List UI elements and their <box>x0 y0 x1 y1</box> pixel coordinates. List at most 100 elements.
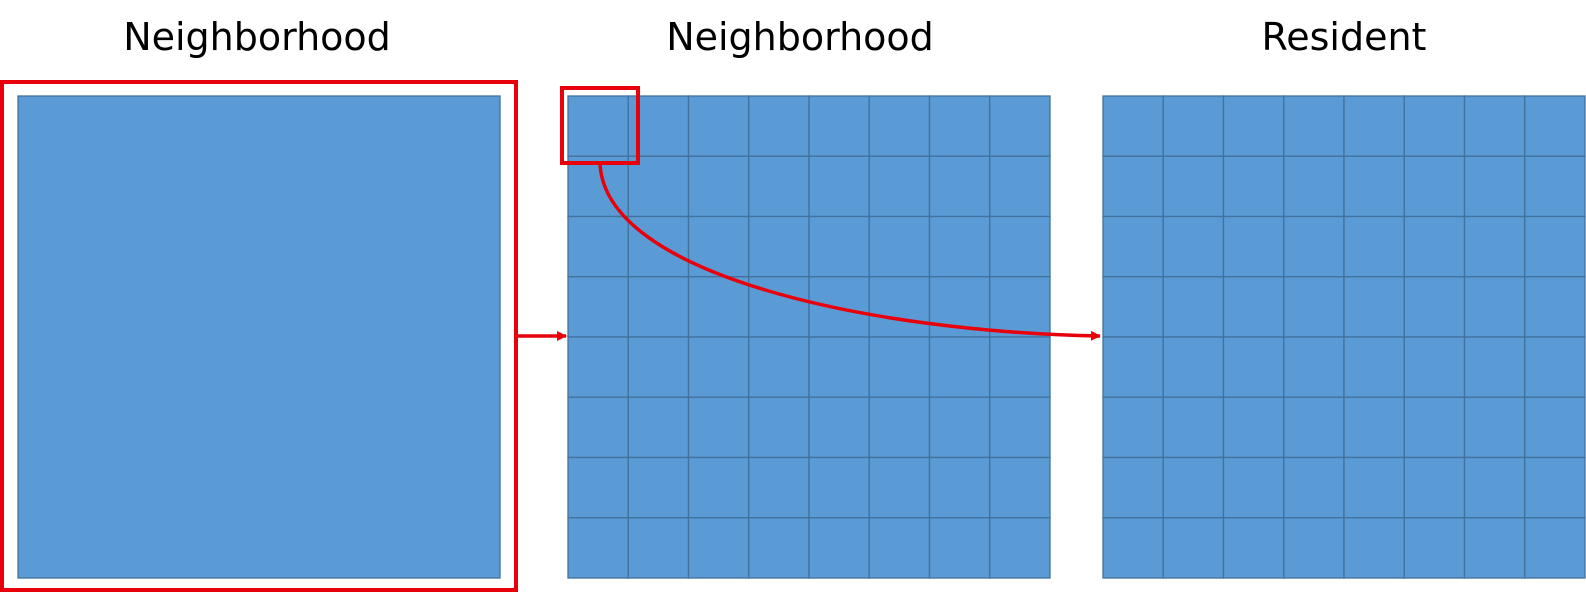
grid-cell <box>1283 155 1345 218</box>
grid-cell <box>1403 336 1466 398</box>
grid-cell <box>627 215 690 278</box>
grid-cell <box>1463 396 1526 459</box>
grid-cell <box>1463 517 1526 579</box>
grid-cell <box>1283 456 1345 519</box>
grid-cell <box>1524 215 1586 278</box>
grid-cell <box>1222 276 1285 338</box>
grid-cell <box>928 215 991 278</box>
grid-cell <box>808 155 870 218</box>
grid-cell <box>808 95 870 157</box>
grid-cell <box>748 95 810 157</box>
grid-cell <box>687 95 750 157</box>
grid-cell <box>627 456 690 519</box>
grid-cell <box>989 336 1051 398</box>
grid-cell <box>1222 456 1285 519</box>
grid-cell <box>1403 456 1466 519</box>
grid-cell <box>928 396 991 459</box>
grid-cell <box>687 396 750 459</box>
grid-cell <box>1102 155 1164 218</box>
grid-cell <box>1222 155 1285 218</box>
grid-cell <box>989 95 1051 157</box>
grid-cell <box>868 276 931 338</box>
grid-cell <box>1162 517 1225 579</box>
panel-title-middle: Neighborhood <box>666 15 934 59</box>
grid-cell <box>1102 456 1164 519</box>
grid-cell <box>567 155 629 218</box>
grid-cell <box>1343 276 1405 338</box>
grid-cell <box>989 215 1051 278</box>
grid-cell <box>1222 517 1285 579</box>
grid-cell <box>808 336 870 398</box>
grid-cell <box>1162 95 1225 157</box>
grid-cell <box>748 215 810 278</box>
grid-cell <box>748 517 810 579</box>
grid-cell <box>1162 396 1225 459</box>
grid-cell <box>989 396 1051 459</box>
grid-cell <box>1403 95 1466 157</box>
grid-cell <box>928 276 991 338</box>
grid-cell <box>567 95 629 157</box>
grid-cell <box>17 95 501 579</box>
right-panel-grid <box>1102 95 1586 579</box>
grid-cell <box>868 155 931 218</box>
grid-cell <box>928 336 991 398</box>
grid-cell <box>1524 155 1586 218</box>
grid-cell <box>808 215 870 278</box>
grid-cell <box>1463 95 1526 157</box>
grid-cell <box>1524 336 1586 398</box>
panel-title-left: Neighborhood <box>123 15 391 59</box>
grid-cell <box>1222 95 1285 157</box>
grid-cell <box>1222 336 1285 398</box>
grid-cell <box>1162 215 1225 278</box>
grid-cell <box>567 517 629 579</box>
grid-cell <box>1283 336 1345 398</box>
arrow-cell-to-resident <box>598 162 1101 341</box>
grid-cell <box>808 396 870 459</box>
panel-title-right: Resident <box>1262 15 1427 59</box>
grid-cell <box>868 336 931 398</box>
grid-cell <box>989 276 1051 338</box>
grid-cell <box>808 456 870 519</box>
grid-cell <box>687 276 750 338</box>
grid-cell <box>1343 396 1405 459</box>
grid-cell <box>868 215 931 278</box>
grid-cell <box>1283 517 1345 579</box>
grid-cell <box>1343 215 1405 278</box>
middle-panel-grid <box>567 95 1051 579</box>
grid-cell <box>748 155 810 218</box>
grid-cell <box>868 95 931 157</box>
grid-cell <box>567 276 629 338</box>
grid-cell <box>627 155 690 218</box>
grid-cell <box>1343 517 1405 579</box>
grid-cell <box>1102 396 1164 459</box>
grid-cell <box>627 517 690 579</box>
grid-cell <box>1524 276 1586 338</box>
grid-cell <box>1102 95 1164 157</box>
grid-cell <box>1102 336 1164 398</box>
grid-cell <box>1343 95 1405 157</box>
grid-cell <box>1102 517 1164 579</box>
grid-cell <box>1162 456 1225 519</box>
grid-cell <box>748 396 810 459</box>
grid-cell <box>928 456 991 519</box>
grid-cell <box>1162 155 1225 218</box>
grid-cell <box>1162 276 1225 338</box>
grid-cell <box>1343 336 1405 398</box>
grid-cell <box>1102 215 1164 278</box>
grid-cell <box>687 456 750 519</box>
grid-cell <box>1524 396 1586 459</box>
grid-cell <box>1283 276 1345 338</box>
grid-cell <box>1102 276 1164 338</box>
grid-cell <box>1524 95 1586 157</box>
grid-cell <box>989 517 1051 579</box>
grid-cell <box>627 276 690 338</box>
grid-cell <box>687 215 750 278</box>
grid-cell <box>567 456 629 519</box>
grid-cell <box>1403 517 1466 579</box>
grid-cell <box>1403 215 1466 278</box>
grid-cell <box>567 396 629 459</box>
grid-cell <box>1463 456 1526 519</box>
grid-cell <box>1222 396 1285 459</box>
grid-cell <box>567 215 629 278</box>
grid-cell <box>928 155 991 218</box>
